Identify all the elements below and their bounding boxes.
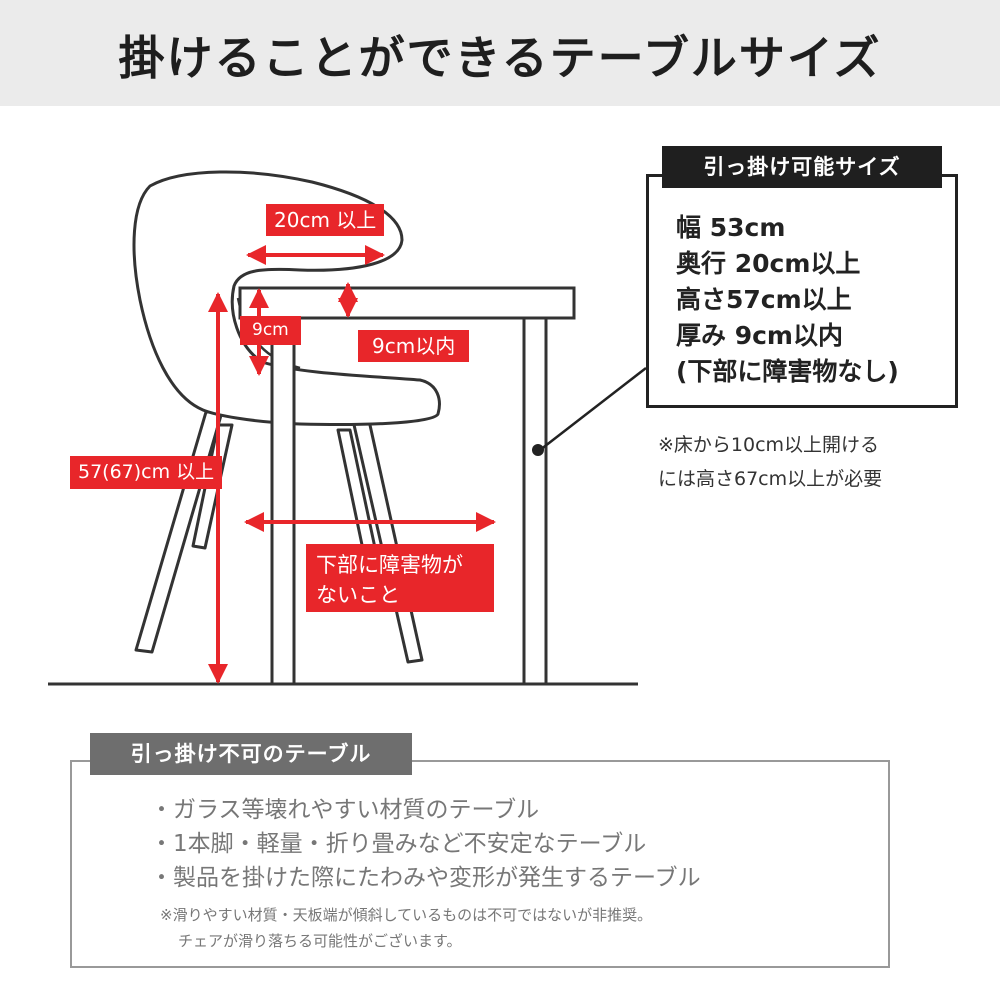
spec-note-line1: ※床から10cm以上開ける <box>658 434 880 456</box>
label-no-obstacle-line1: 下部に障害物が <box>316 553 463 577</box>
label-clip-height: 9cm <box>240 316 301 345</box>
table <box>238 286 576 686</box>
label-top-width: 20cm 以上 <box>266 204 385 236</box>
label-height: 57(67)cm 以上 <box>70 456 223 489</box>
pointer-dot <box>532 444 544 456</box>
ng-box <box>70 760 890 968</box>
ng-note-line2: チェアが滑り落ちる可能性がございます。 <box>178 932 462 950</box>
spec-width: 幅 53cm <box>676 213 786 242</box>
ng-item-unstable: ・1本脚・軽量・折り畳みなど不安定なテーブル <box>150 831 647 857</box>
spec-tab: 引っ掛け可能サイズ <box>662 146 942 188</box>
spec-thickness: 厚み 9cm以内 <box>676 321 843 350</box>
ng-item-fragile: ・ガラス等壊れやすい材質のテーブル <box>150 797 540 823</box>
label-thickness: 9cm以内 <box>358 330 470 362</box>
header-banner: 掛けることができるテーブルサイズ <box>0 0 1000 106</box>
label-no-obstacle: 下部に障害物が ないこと <box>306 544 494 612</box>
label-no-obstacle-line2: ないこと <box>316 583 400 608</box>
spec-no-obstacle: (下部に障害物なし) <box>676 357 899 386</box>
page-title: 掛けることができるテーブルサイズ <box>118 31 882 85</box>
spec-box <box>646 174 958 408</box>
spec-height: 高さ57cm以上 <box>676 285 852 314</box>
spec-depth: 奥行 20cm以上 <box>676 249 861 278</box>
ng-note-line1: ※滑りやすい材質・天板端が傾斜しているものは不可ではないが非推奨。 <box>160 906 653 924</box>
pointer-line <box>539 367 647 451</box>
ng-tab: 引っ掛け不可のテーブル <box>90 733 412 775</box>
spec-note-line2: には高さ67cm以上が必要 <box>658 468 883 490</box>
ng-item-deforming: ・製品を掛けた際にたわみや変形が発生するテーブル <box>150 865 701 891</box>
